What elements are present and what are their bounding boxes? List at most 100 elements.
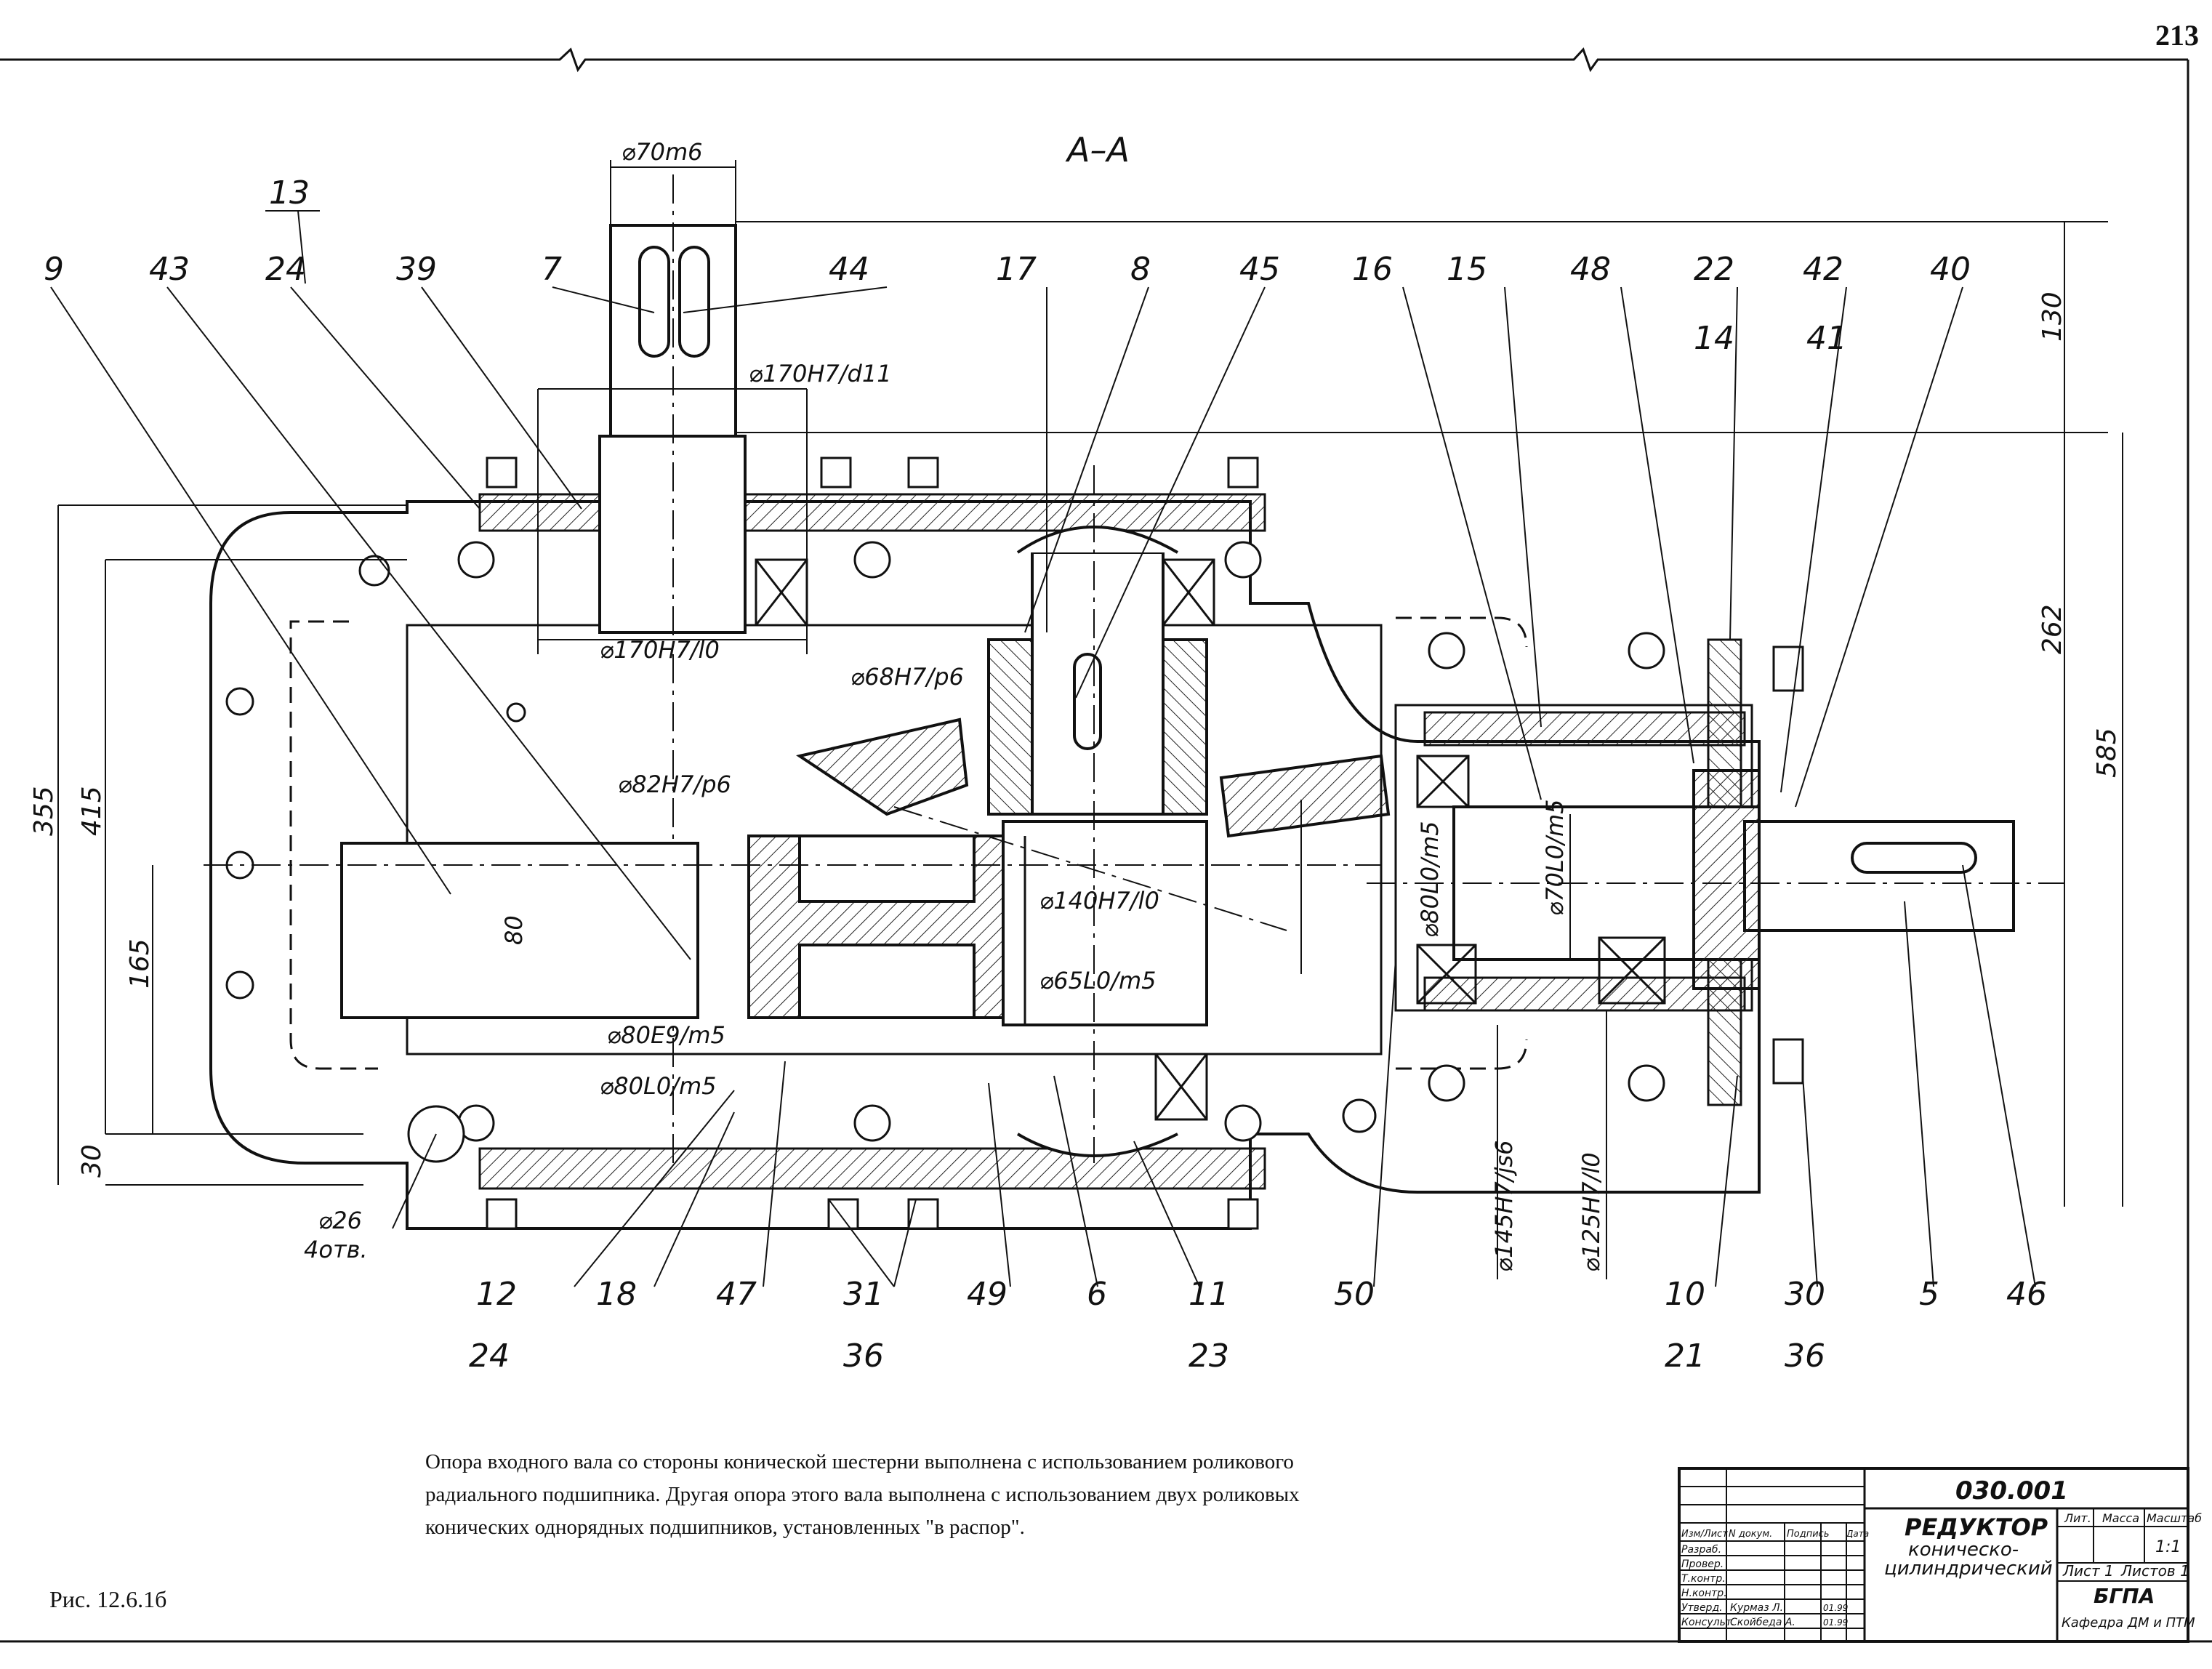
callout-13: 13 [269,174,310,212]
col-sign: Подпись [1787,1529,1829,1540]
caption-line-1: Опора входного вала со стороны коническо… [425,1450,1294,1473]
col-date: Дата [1846,1529,1869,1539]
callout-22: 22 [1694,251,1734,288]
callout-36a: 36 [843,1338,884,1375]
callout-50: 50 [1334,1276,1375,1313]
callout-10: 10 [1665,1276,1705,1313]
dim-80m5: ⌀80L0/m5 [600,1072,716,1100]
bevel-gear [796,526,1391,1157]
title-block [1678,1467,2189,1643]
callout-45: 45 [1239,251,1280,288]
date-1: 01.99 [1823,1603,1848,1613]
callout-7: 7 [542,251,562,288]
figure-label: Рис. 12.6.1б [49,1586,167,1612]
dim-165: 165 [125,938,155,989]
callout-36b: 36 [1785,1338,1825,1375]
col-mass: Масса [2102,1511,2139,1525]
dim-65m5: ⌀65L0/m5 [1039,967,1156,994]
org: БГПА [2094,1584,2155,1608]
dim-140l0: ⌀140H7/l0 [1039,887,1159,914]
person-2: Скойбеда А. [1730,1617,1795,1628]
callout-14: 14 [1694,320,1734,357]
callout-12: 12 [476,1276,517,1313]
dim-30: 30 [77,1144,107,1178]
callout-24: 24 [265,251,306,288]
product-name: РЕДУКТОР [1905,1513,2048,1541]
callout-8: 8 [1130,251,1151,288]
callout-24b: 24 [469,1338,510,1375]
callout-31: 31 [843,1276,884,1313]
callout-30: 30 [1785,1276,1825,1313]
dim-415: 415 [77,786,107,836]
dim-holes: 4отв. [304,1236,368,1263]
row-tkontr: Т.контр. [1681,1573,1726,1585]
col-lit: Лит. [2064,1511,2091,1525]
dim-170-l0: ⌀170H7/l0 [600,636,720,664]
callout-18: 18 [596,1276,637,1313]
callout-16: 16 [1352,251,1393,288]
dim-355: 355 [29,786,59,836]
callouts-bottom: 12 24 18 47 31 36 49 6 11 23 50 10 21 30… [469,1276,2047,1375]
callout-39: 39 [396,251,437,288]
dim-170-d11: ⌀170H7/d11 [749,360,892,387]
callouts-top: 13 9 43 24 39 7 44 17 8 45 16 15 48 22 4… [44,174,1971,357]
dim-80m5-v: ⌀80L0/m5 [1416,821,1444,938]
title-block-text: 030.001 РЕДУКТОР коническо- цилиндрическ… [1681,1476,2202,1630]
sheet: Лист 1 [2062,1562,2114,1580]
dim-70m6: ⌀70m6 [622,138,703,166]
callout-46: 46 [2006,1276,2047,1313]
callout-41: 41 [1806,320,1847,357]
cylindrical-gears [340,820,1208,1026]
dimension-lines [57,160,2123,1279]
dim-145js6: ⌀145H7/js6 [1490,1141,1518,1272]
row-izm: Изм/Лист [1681,1529,1728,1540]
dim-585: 585 [2092,728,2122,778]
callout-9: 9 [44,251,64,288]
dim-70m5-v: ⌀70L0/m5 [1541,800,1569,916]
col-scale: Масштаб [2147,1511,2202,1525]
scale-value: 1:1 [2155,1538,2181,1556]
dim-80: 80 [500,915,528,945]
page-number: 213 [2155,19,2199,52]
col-ndoc: N докум. [1729,1529,1772,1540]
person-1: Курмаз Л. [1730,1602,1783,1614]
row-razrab: Разраб. [1681,1544,1721,1556]
callout-47: 47 [716,1276,757,1313]
leader-lines [50,210,2036,1287]
callout-6: 6 [1087,1276,1107,1313]
section-title: A–A [1065,130,1130,169]
callout-42: 42 [1803,251,1843,288]
row-prover: Провер. [1681,1559,1724,1570]
product-name-2: коническо- [1908,1539,2019,1561]
bolt-holes [225,541,1665,1163]
callout-48: 48 [1570,251,1611,288]
dim-130: 130 [2038,291,2067,342]
dim-80e9: ⌀80E9/m5 [607,1021,725,1049]
dim-262: 262 [2038,604,2067,654]
sheets: Листов 1 [2120,1562,2189,1580]
dim-82p6: ⌀82H7/p6 [618,771,731,798]
doc-number: 030.001 [1955,1476,2068,1505]
dept: Кафедра ДМ и ПТМ [2062,1615,2195,1630]
dim-68p6: ⌀68H7/p6 [850,663,964,691]
caption-line-2: радиального подшипника. Другая опора это… [425,1483,1300,1506]
callout-23: 23 [1189,1338,1229,1375]
callout-21: 21 [1665,1338,1705,1375]
row-utverd: Утверд. [1681,1602,1723,1614]
cover-walls [478,493,1746,1190]
output-shaft [1367,769,2064,990]
dim-125l0: ⌀125H7/l0 [1577,1152,1605,1272]
caption-line-3: конических однорядных подшипников, устан… [425,1516,1025,1539]
dimension-texts: ⌀70m6 ⌀170H7/d11 ⌀170H7/l0 ⌀68H7/p6 ⌀82H… [29,138,2122,1272]
row-konsult: Консульт. [1681,1617,1734,1628]
dim-26: ⌀26 [318,1207,362,1234]
callout-40: 40 [1930,251,1971,288]
row-nkontr: Н.контр. [1681,1588,1727,1599]
bolt-heads [486,457,1804,1230]
date-2: 01.99 [1823,1617,1848,1628]
callout-15: 15 [1447,251,1487,288]
callout-44: 44 [829,251,869,288]
center-lines [204,465,1381,1163]
callout-17: 17 [996,251,1037,288]
